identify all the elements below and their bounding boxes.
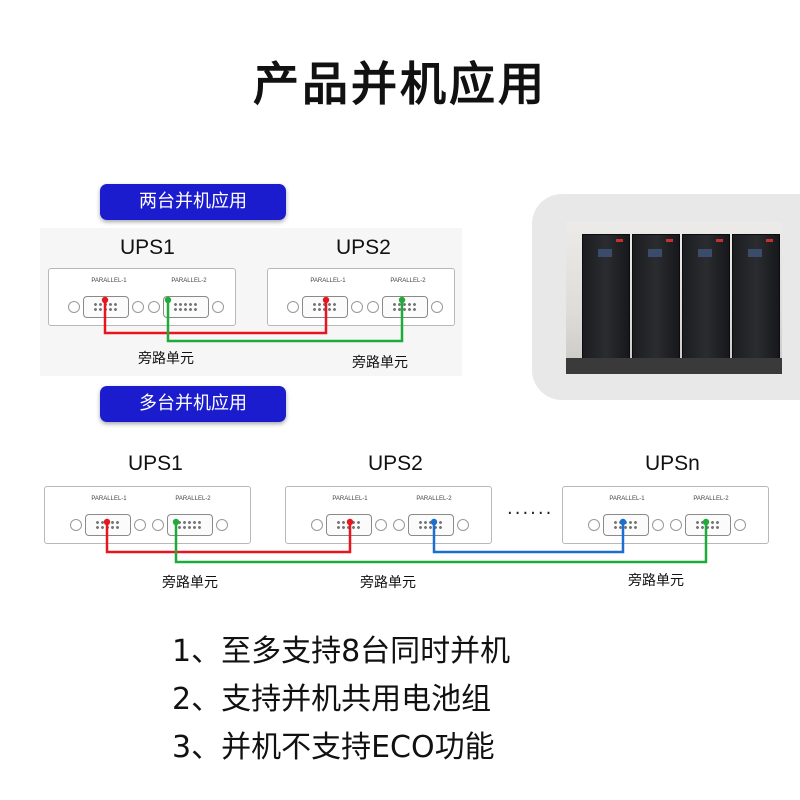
feature-item: 2、支持并机共用电池组 xyxy=(172,682,492,717)
green-cable xyxy=(166,300,404,343)
port-label: PARALLEL-1 xyxy=(91,496,127,502)
green-connector-dot xyxy=(702,518,710,526)
green-cable xyxy=(174,522,708,564)
bypass-unit-label: 旁路单元 xyxy=(352,355,408,371)
ups-label: UPS1 xyxy=(128,452,183,475)
db9-port-icon xyxy=(393,514,469,536)
port-label: PARALLEL-2 xyxy=(416,496,452,502)
ellipsis: ...... xyxy=(507,498,554,519)
port-label: PARALLEL-1 xyxy=(310,278,346,284)
ups-panel: PARALLEL-1 PARALLEL-2 xyxy=(44,486,251,544)
red-connector-dot xyxy=(346,518,354,526)
feature-item: 1、至多支持8台同时并机 xyxy=(172,634,511,669)
ups-cabinet xyxy=(582,234,630,362)
bypass-unit-label: 旁路单元 xyxy=(138,351,194,367)
blue-connector-dot xyxy=(430,518,438,526)
badge-two-unit: 两台并机应用 xyxy=(100,184,286,220)
red-cable xyxy=(103,300,328,335)
green-connector-dot xyxy=(398,296,406,304)
port-label: PARALLEL-2 xyxy=(390,278,426,284)
ups-cabinet xyxy=(682,234,730,362)
ups-panel: PARALLEL-1 PARALLEL-2 xyxy=(267,268,455,326)
blue-cable xyxy=(432,522,625,554)
port-label: PARALLEL-2 xyxy=(175,496,211,502)
badge-multi-unit: 多台并机应用 xyxy=(100,386,286,422)
green-connector-dot xyxy=(172,518,180,526)
red-connector-dot xyxy=(101,296,109,304)
red-connector-dot xyxy=(322,296,330,304)
ups-label: UPS1 xyxy=(120,236,175,259)
port-label: PARALLEL-1 xyxy=(332,496,368,502)
red-connector-dot xyxy=(103,518,111,526)
port-label: PARALLEL-1 xyxy=(91,278,127,284)
bypass-unit-label: 旁路单元 xyxy=(628,573,684,589)
ups-panel: PARALLEL-1 PARALLEL-2 xyxy=(285,486,492,544)
bypass-unit-label: 旁路单元 xyxy=(360,575,416,591)
ups-label: UPS2 xyxy=(336,236,391,259)
ups-cabinet xyxy=(732,234,780,362)
port-label: PARALLEL-2 xyxy=(171,278,207,284)
db9-port-icon xyxy=(148,296,224,318)
ups-label: UPSn xyxy=(645,452,700,475)
green-connector-dot xyxy=(164,296,172,304)
port-label: PARALLEL-1 xyxy=(609,496,645,502)
feature-item: 3、并机不支持ECO功能 xyxy=(172,730,495,765)
red-cable xyxy=(105,522,352,554)
ups-label: UPS2 xyxy=(368,452,423,475)
blue-connector-dot xyxy=(619,518,627,526)
db9-port-icon xyxy=(670,514,746,536)
ups-cabinets-photo xyxy=(566,222,782,374)
bypass-unit-label: 旁路单元 xyxy=(162,575,218,591)
db9-port-icon xyxy=(588,514,664,536)
port-label: PARALLEL-2 xyxy=(693,496,729,502)
db9-port-icon xyxy=(367,296,443,318)
db9-port-icon xyxy=(152,514,228,536)
page-title: 产品并机应用 xyxy=(253,57,547,111)
ups-panel: PARALLEL-1 PARALLEL-2 xyxy=(562,486,769,544)
ups-cabinet xyxy=(632,234,680,362)
